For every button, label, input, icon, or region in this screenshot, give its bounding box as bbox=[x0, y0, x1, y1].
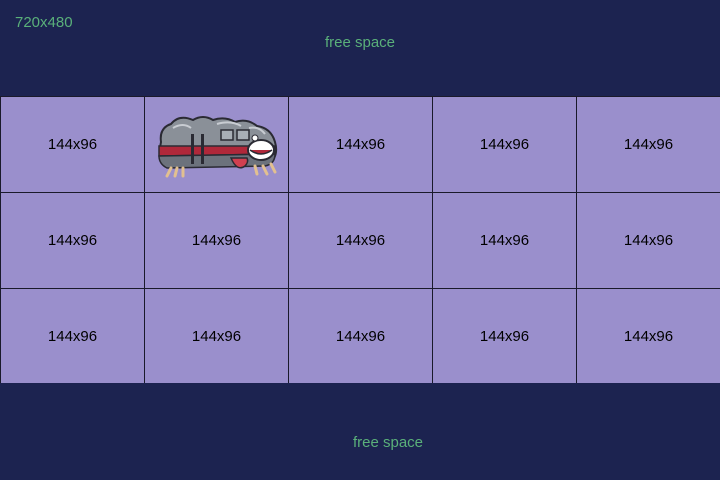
tile-size-label: 144x96 bbox=[479, 232, 530, 249]
tile-cell-sprite bbox=[144, 96, 288, 192]
tile-size-label: 144x96 bbox=[47, 327, 98, 345]
tile-grid: 144x96 bbox=[0, 96, 720, 383]
tile-size-label: 144x96 bbox=[623, 136, 674, 153]
tile-cell: 144x96 bbox=[576, 288, 720, 383]
tile-size-label: 144x96 bbox=[335, 327, 386, 345]
tile-cell: 144x96 bbox=[432, 96, 576, 192]
tile-size-label: 144x96 bbox=[479, 136, 530, 153]
tile-cell: 144x96 bbox=[576, 192, 720, 288]
tile-size-label: 144x96 bbox=[479, 327, 530, 345]
tile-size-label: 144x96 bbox=[47, 232, 98, 249]
tile-cell: 144x96 bbox=[576, 96, 720, 192]
tile-cell: 144x96 bbox=[0, 192, 144, 288]
tile-size-label: 144x96 bbox=[335, 136, 386, 153]
tile-cell: 144x96 bbox=[288, 192, 432, 288]
tile-size-label: 144x96 bbox=[623, 232, 674, 249]
tile-size-label: 144x96 bbox=[47, 136, 98, 153]
tile-cell: 144x96 bbox=[0, 288, 144, 383]
tile-cell: 144x96 bbox=[288, 288, 432, 383]
tile-cell: 144x96 bbox=[432, 288, 576, 383]
canvas-size-label: 720x480 bbox=[15, 14, 73, 31]
free-space-top-label: free space bbox=[324, 34, 396, 51]
tile-size-label: 144x96 bbox=[191, 232, 242, 249]
tile-size-label: 144x96 bbox=[623, 327, 674, 345]
tile-size-label: 144x96 bbox=[335, 232, 386, 249]
tile-cell: 144x96 bbox=[288, 96, 432, 192]
rock-creature-sprite-icon bbox=[157, 115, 277, 177]
free-space-bottom-label: free space bbox=[352, 434, 424, 451]
tile-size-label: 144x96 bbox=[191, 327, 242, 345]
tile-cell: 144x96 bbox=[0, 96, 144, 192]
tile-cell: 144x96 bbox=[144, 192, 288, 288]
tile-cell: 144x96 bbox=[432, 192, 576, 288]
tile-cell: 144x96 bbox=[144, 288, 288, 383]
